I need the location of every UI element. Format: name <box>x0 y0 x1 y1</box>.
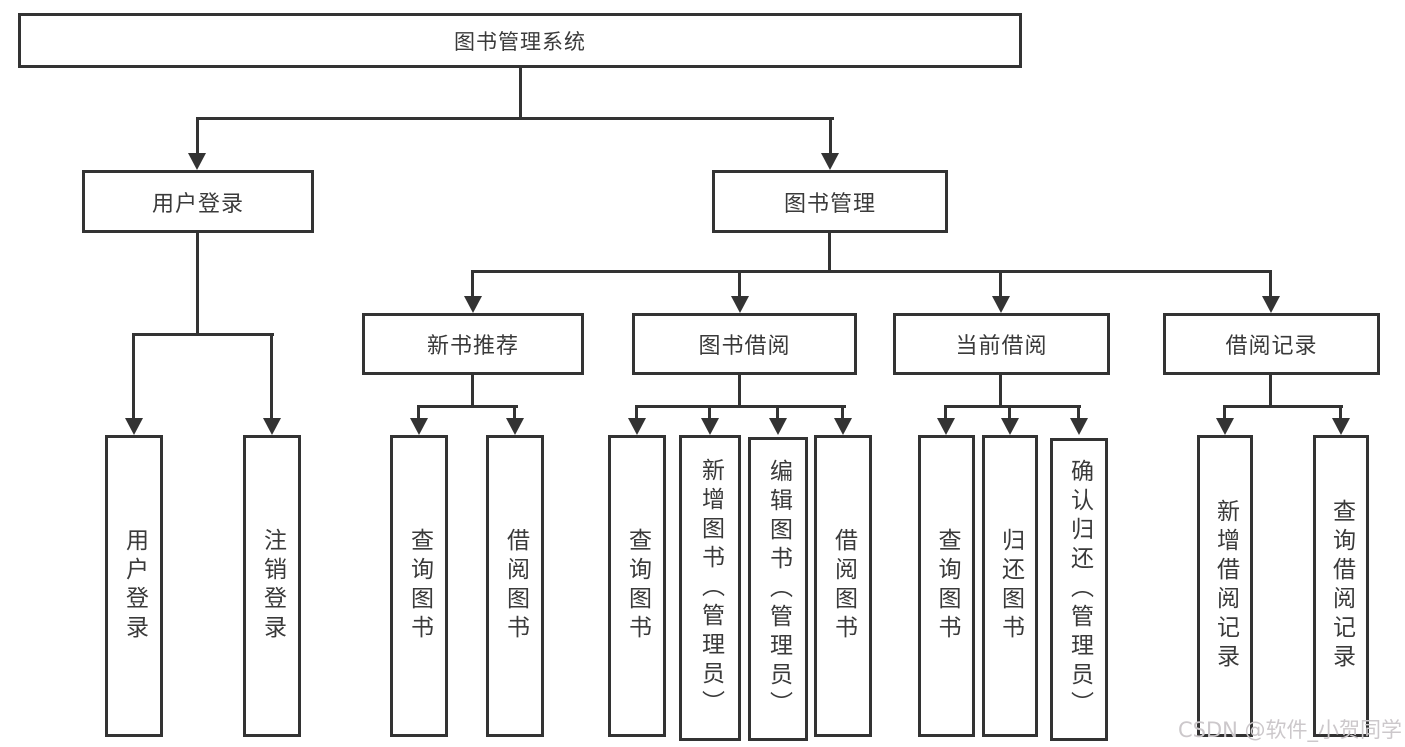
connector-line <box>1269 375 1272 407</box>
connector-line <box>471 270 474 297</box>
connector-line <box>1269 270 1272 297</box>
connector-line <box>738 375 741 407</box>
arrowhead-down-icon <box>821 153 839 170</box>
arrowhead-down-icon <box>937 418 955 435</box>
connector-line <box>471 270 1272 273</box>
arrowhead-down-icon <box>188 153 206 170</box>
connector-line <box>132 333 274 336</box>
arrowhead-down-icon <box>628 418 646 435</box>
connector-line <box>196 117 834 120</box>
connector-line <box>270 333 273 419</box>
connector-line <box>1223 405 1343 408</box>
arrowhead-down-icon <box>1070 418 1088 435</box>
node-leaf-return-books: 归还图书 <box>982 435 1038 737</box>
node-leaf-query-books-recommend: 查询图书 <box>390 435 448 737</box>
connector-line <box>196 233 199 335</box>
arrowhead-down-icon <box>506 418 524 435</box>
connector-line <box>828 233 831 273</box>
node-book-management: 图书管理 <box>712 170 948 233</box>
arrowhead-down-icon <box>1216 418 1234 435</box>
arrowhead-down-icon <box>263 418 281 435</box>
connector-line <box>635 405 638 419</box>
connector-line <box>513 405 516 419</box>
arrowhead-down-icon <box>992 296 1010 313</box>
connector-line <box>132 333 135 419</box>
node-leaf-query-borrow-record: 查询借阅记录 <box>1313 435 1369 737</box>
watermark: CSDN @软件_小贺同学 <box>1178 718 1403 742</box>
arrowhead-down-icon <box>1262 296 1280 313</box>
connector-line <box>738 270 741 297</box>
connector-line <box>944 405 947 419</box>
arrowhead-down-icon <box>410 418 428 435</box>
connector-line <box>841 405 844 419</box>
node-leaf-logout: 注销登录 <box>243 435 301 737</box>
connector-line <box>417 405 420 419</box>
connector-line <box>999 270 1002 297</box>
connector-line <box>776 405 779 419</box>
node-root: 图书管理系统 <box>18 13 1022 68</box>
connector-line <box>471 375 474 407</box>
connector-line <box>417 405 518 408</box>
node-leaf-add-books-admin: 新增图书（管理员） <box>679 435 741 741</box>
node-current-borrow: 当前借阅 <box>893 313 1110 375</box>
node-leaf-query-books-current: 查询图书 <box>918 435 975 737</box>
arrowhead-down-icon <box>464 296 482 313</box>
node-leaf-edit-books-admin: 编辑图书（管理员） <box>748 437 808 741</box>
connector-line <box>1008 405 1011 419</box>
node-user-login: 用户登录 <box>82 170 314 233</box>
arrowhead-down-icon <box>769 418 787 435</box>
connector-line <box>999 375 1002 407</box>
arrowhead-down-icon <box>731 296 749 313</box>
node-leaf-borrow-books-borrow: 借阅图书 <box>814 435 872 737</box>
arrowhead-down-icon <box>125 418 143 435</box>
connector-line <box>1223 405 1226 419</box>
arrowhead-down-icon <box>1332 418 1350 435</box>
connector-line <box>708 405 711 419</box>
connector-line <box>829 117 832 154</box>
node-leaf-add-borrow-record: 新增借阅记录 <box>1197 435 1253 737</box>
connector-line <box>635 405 846 408</box>
node-leaf-borrow-books-recommend: 借阅图书 <box>486 435 544 737</box>
arrowhead-down-icon <box>1001 418 1019 435</box>
connector-line <box>1339 405 1342 419</box>
node-leaf-query-books-borrow: 查询图书 <box>608 435 666 737</box>
connector-line <box>1077 405 1080 419</box>
node-book-borrow: 图书借阅 <box>632 313 857 375</box>
connector-line <box>519 68 522 119</box>
node-new-book-recommend: 新书推荐 <box>362 313 584 375</box>
node-leaf-user-login: 用户登录 <box>105 435 163 737</box>
connector-line <box>196 117 199 154</box>
node-leaf-confirm-return-admin: 确认归还（管理员） <box>1050 438 1108 741</box>
arrowhead-down-icon <box>701 418 719 435</box>
node-borrow-records: 借阅记录 <box>1163 313 1380 375</box>
arrowhead-down-icon <box>834 418 852 435</box>
connector-line <box>944 405 1081 408</box>
